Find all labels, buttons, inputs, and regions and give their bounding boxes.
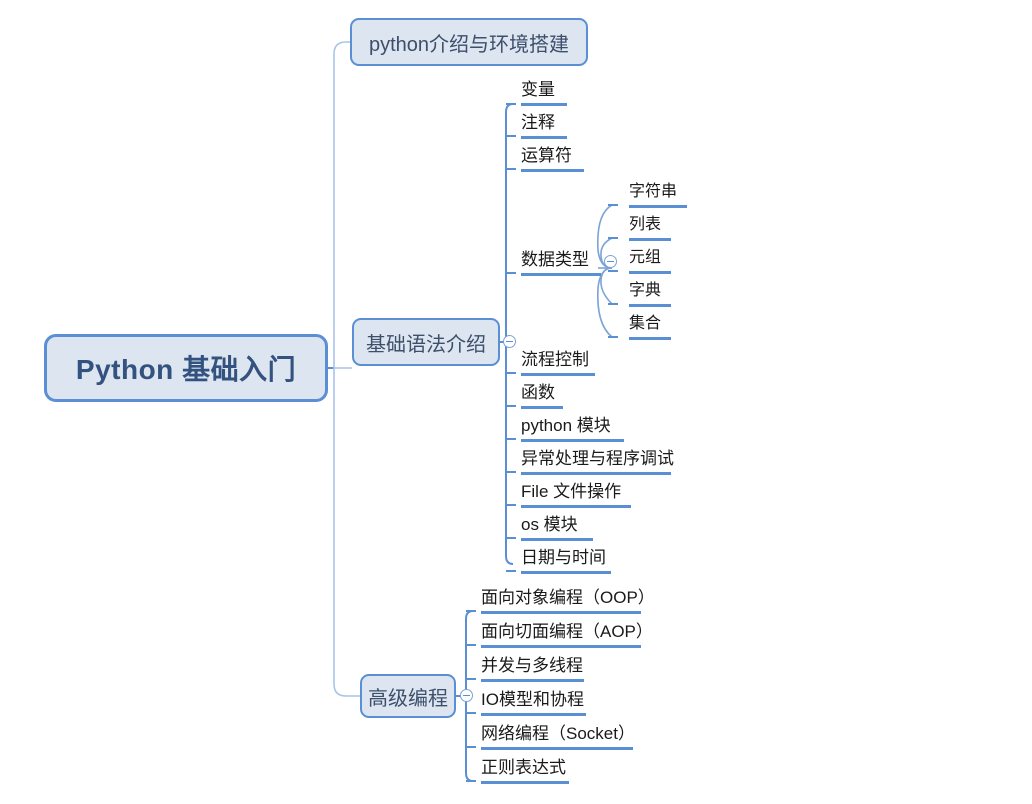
branch-node-label: 高级编程 (368, 687, 448, 710)
leaf-node-tuple[interactable]: 元组 (629, 248, 671, 274)
root-node-label: Python 基础入门 (75, 354, 297, 385)
leaf-node-io-coroutine[interactable]: IO模型和协程 (481, 690, 586, 716)
leaf-node-regex[interactable]: 正则表达式 (481, 758, 569, 784)
leaf-node-list[interactable]: 列表 (629, 215, 671, 241)
leaf-node-socket[interactable]: 网络编程（Socket） (481, 724, 635, 750)
collapse-icon-basic-syntax[interactable] (503, 335, 516, 348)
branch-node-label: 基础语法介绍 (366, 333, 486, 356)
branch-node-python-intro[interactable]: python介绍与环境搭建 (350, 18, 588, 66)
leaf-node-file-operation[interactable]: File 文件操作 (521, 482, 631, 508)
leaf-node-operator[interactable]: 运算符 (521, 146, 584, 172)
leaf-node-datatype[interactable]: 数据类型 (521, 250, 601, 276)
leaf-node-dict[interactable]: 字典 (629, 281, 671, 307)
leaf-node-python-module[interactable]: python 模块 (521, 416, 624, 442)
collapse-icon-datatype[interactable] (604, 255, 617, 268)
leaf-node-string[interactable]: 字符串 (629, 182, 687, 208)
leaf-node-oop[interactable]: 面向对象编程（OOP） (481, 588, 655, 614)
leaf-node-function[interactable]: 函数 (521, 383, 563, 409)
collapse-icon-advanced[interactable] (460, 689, 473, 702)
leaf-node-concurrency[interactable]: 并发与多线程 (481, 656, 584, 682)
branch-node-advanced[interactable]: 高级编程 (360, 674, 456, 718)
branch-node-label: python介绍与环境搭建 (368, 33, 570, 56)
leaf-node-flow-control[interactable]: 流程控制 (521, 350, 595, 376)
leaf-node-os-module[interactable]: os 模块 (521, 515, 593, 541)
branch-node-basic-syntax[interactable]: 基础语法介绍 (352, 318, 500, 366)
leaf-node-set[interactable]: 集合 (629, 314, 671, 340)
leaf-node-variable[interactable]: 变量 (521, 80, 567, 106)
leaf-node-date-time[interactable]: 日期与时间 (521, 548, 611, 574)
root-node[interactable]: Python 基础入门 (44, 334, 328, 402)
leaf-node-comment[interactable]: 注释 (521, 113, 567, 139)
leaf-node-exception-debug[interactable]: 异常处理与程序调试 (521, 449, 674, 475)
leaf-node-aop[interactable]: 面向切面编程（AOP） (481, 622, 653, 648)
